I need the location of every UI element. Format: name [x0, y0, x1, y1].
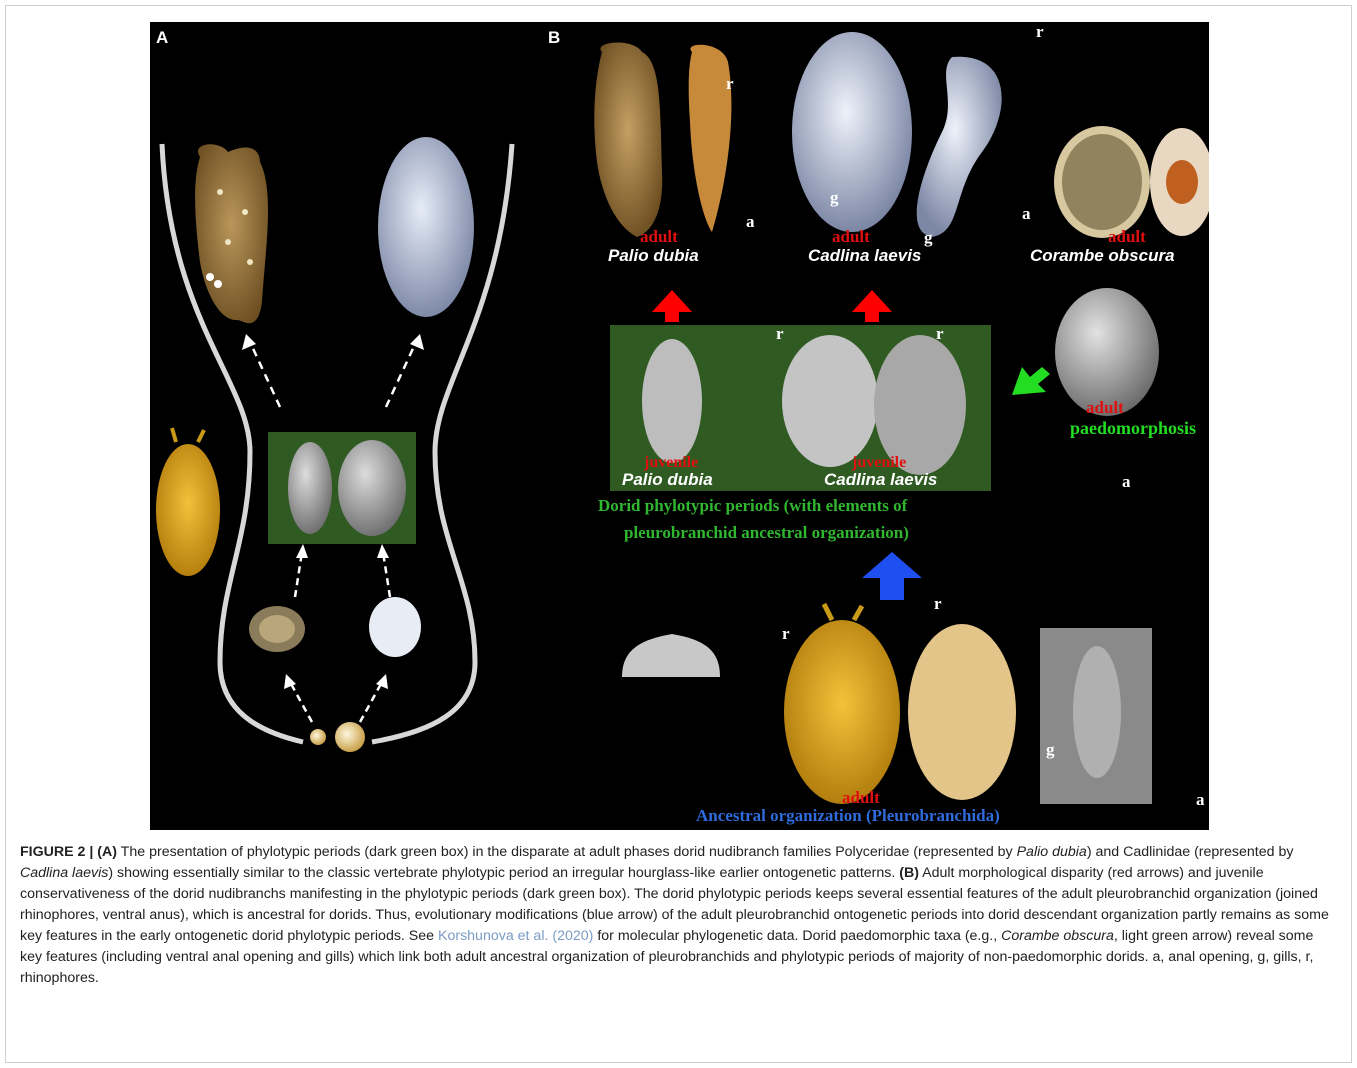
phylotypic-box-a: [268, 432, 416, 544]
label-r-juv-cadlina: r: [936, 324, 944, 344]
caption-text-5: for molecular phylogenetic data. Dorid p…: [593, 928, 1001, 944]
veliger-photo-right: [369, 597, 421, 657]
palio-adult-dorsal: [594, 43, 662, 237]
label-juvenile-cadlina-species: Cadlina laevis: [824, 470, 937, 490]
hourglass-diagram: [150, 22, 542, 830]
blue-arrow: [862, 552, 922, 600]
palio-adult-ventral: [689, 45, 732, 232]
egg-photo-small: [310, 729, 326, 745]
panel-a: A: [150, 22, 542, 830]
caption-italic-cadlina: Cadlina laevis: [20, 865, 108, 881]
panel-b: B: [542, 22, 1209, 830]
label-r-sem: r: [782, 624, 790, 644]
label-a-sem: a: [1196, 790, 1205, 810]
label-g-cadlina: g: [924, 228, 933, 248]
pleurobranch-adult-lateral: [908, 624, 1016, 800]
label-adult-corambe-sem: adult: [1086, 398, 1124, 418]
caption-reference-link[interactable]: Korshunova et al. (2020): [438, 928, 593, 944]
label-corambe-obscura: Corambe obscura: [1030, 246, 1175, 266]
caption-text-1: The presentation of phylotypic periods (…: [117, 844, 1017, 860]
caption-italic-corambe: Corambe obscura: [1001, 928, 1114, 944]
red-arrow-cadlina: [852, 290, 892, 322]
label-a-corambe: a: [1296, 396, 1305, 416]
label-a-juv-cadlina: a: [1122, 472, 1131, 492]
cadlina-adult-photo: [378, 137, 474, 317]
label-r-cadlina: r: [1036, 22, 1044, 42]
pleurobranch-adult-dorsal: [784, 620, 900, 804]
label-phylotypic-line2: pleurobranchid ancestral organization): [624, 523, 909, 543]
label-ancestral-organization: Ancestral organization (Pleurobranchida): [696, 806, 1000, 826]
caption-figure-label: FIGURE 2 |: [20, 844, 93, 860]
label-cadlina-laevis: Cadlina laevis: [808, 246, 921, 266]
label-a-palio: a: [746, 212, 755, 232]
label-adult-pleurobranch: adult: [842, 788, 880, 808]
caption-part-b: (B): [899, 865, 919, 881]
label-r-juv-palio: r: [776, 324, 784, 344]
label-g-corambe: g: [1308, 372, 1317, 392]
label-paedomorphosis: paedomorphosis: [1070, 418, 1196, 439]
palio-adult-photo: [195, 144, 268, 323]
figure-image: A: [150, 22, 1209, 830]
red-arrow-palio: [652, 290, 692, 322]
cadlina-adult-lateral: [917, 57, 1002, 237]
label-adult-palio: adult: [640, 227, 678, 247]
label-adult-cadlina: adult: [832, 227, 870, 247]
pleurobranch-sem-rhinophore: [622, 634, 720, 677]
label-r-corambe: r: [1264, 108, 1272, 128]
label-r-palio: r: [726, 74, 734, 94]
label-g-palio: g: [830, 188, 839, 208]
label-juvenile-palio-species: Palio dubia: [622, 470, 713, 490]
label-g-sem: g: [1320, 692, 1329, 712]
caption-text-2: ) and Cadlinidae (represented by: [1087, 844, 1294, 860]
figure-caption: FIGURE 2 | (A) The presentation of phylo…: [20, 842, 1338, 989]
caption-italic-palio: Palio dubia: [1017, 844, 1087, 860]
cadlina-adult-dorsal: [792, 32, 912, 232]
label-a-cadlina: a: [1022, 204, 1031, 224]
caption-part-a: (A): [97, 844, 117, 860]
pleurobranch-photo-small: [156, 428, 220, 576]
caption-text-3: ) showing essentially similar to the cla…: [108, 865, 899, 881]
label-r-pleurobranch: r: [934, 594, 942, 614]
egg-photo-large: [335, 722, 365, 752]
label-phylotypic-line1: Dorid phylotypic periods (with elements …: [598, 496, 907, 516]
label-g-pleurobranch: g: [1046, 740, 1055, 760]
label-adult-corambe: adult: [1108, 227, 1146, 247]
corambe-sem-photo: [1055, 288, 1159, 416]
label-palio-dubia: Palio dubia: [608, 246, 699, 266]
green-arrow: [1012, 367, 1050, 395]
